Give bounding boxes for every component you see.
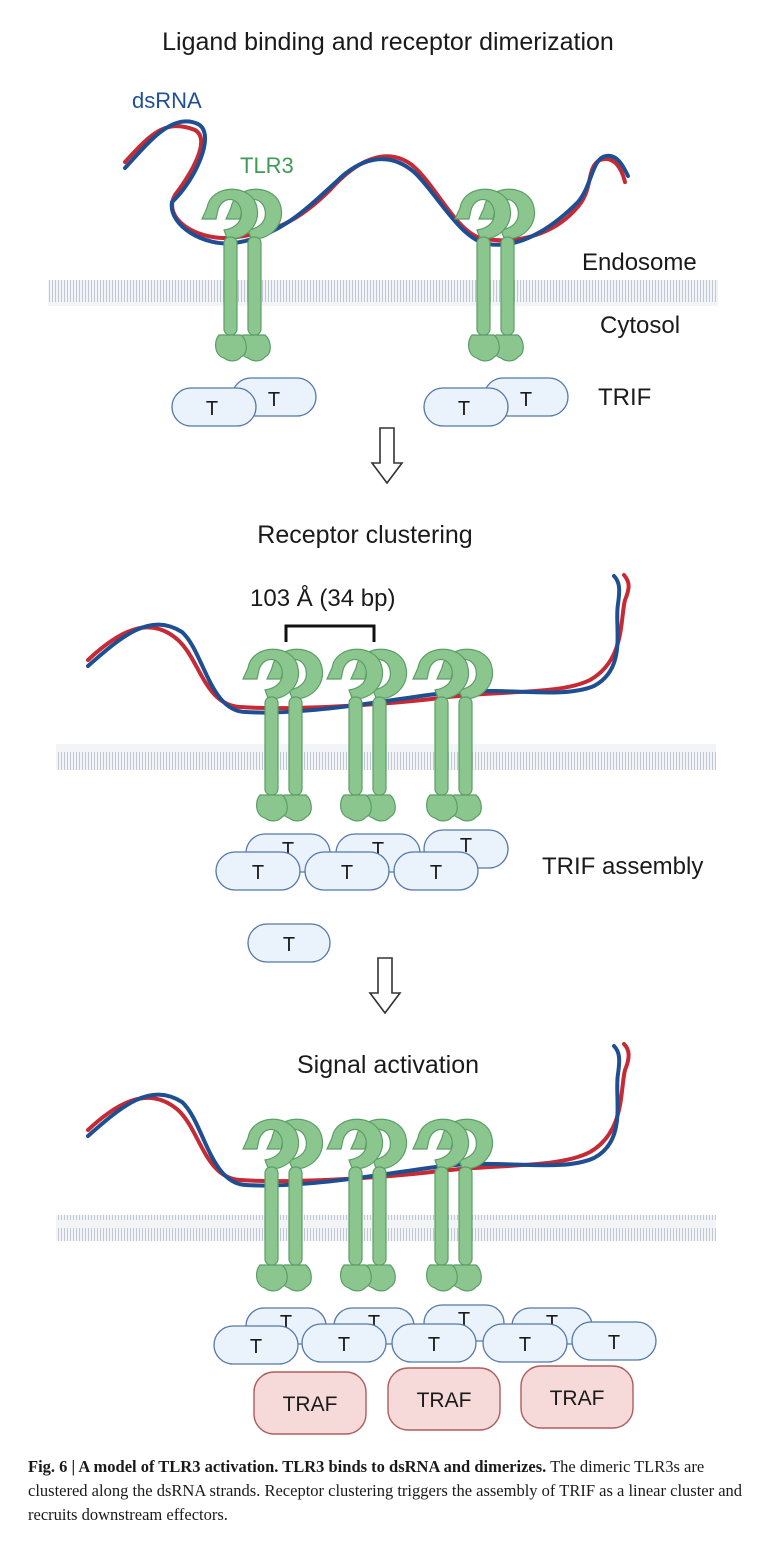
panel-title: Ligand binding and receptor dimerization (162, 28, 614, 56)
spacing-label: 103 Å (34 bp) (250, 584, 395, 612)
trif-pair: T T (423, 377, 569, 427)
traf-box (253, 1371, 367, 1435)
trif-letter: T (428, 1334, 440, 1356)
dsrna-strand-blue (86, 1044, 622, 1188)
panel-title: Signal activation (297, 1051, 479, 1079)
traf-label: TRAF (283, 1393, 338, 1416)
tlr3-dimer (202, 189, 282, 361)
trif-letter: T (206, 398, 218, 420)
trif-letter: T (458, 398, 470, 420)
down-arrow (368, 957, 402, 1015)
dsrna-strand-blue (123, 119, 630, 247)
caption-text: The dimeric TLR3s are clustered along th… (28, 1457, 743, 1524)
panel-receptor-clustering: Receptor clustering 103 Å (34 bp) TRIF a… (56, 521, 716, 1015)
tlr3-dimer (413, 649, 493, 821)
trif-assembly-label: TRIF assembly (542, 853, 703, 880)
tlr3-dimer (327, 649, 407, 821)
spacing-bracket (284, 624, 376, 642)
trif-letter: T (608, 1332, 620, 1354)
panel-ligand-binding: Ligand binding and receptor dimerization… (48, 28, 718, 485)
trif-letter: T (520, 389, 532, 411)
panel-title: Receptor clustering (257, 521, 472, 549)
trif-pair: T T (171, 377, 317, 427)
traf-row: TRAF TRAF TRAF (253, 1365, 634, 1435)
tlr3-dimer (413, 1119, 493, 1291)
tlr3-dimer (243, 649, 323, 821)
trif-letter: T (338, 1334, 350, 1356)
trif-letter: T (341, 862, 353, 884)
trif-letter: T (250, 1336, 262, 1358)
trif-letter: T (252, 862, 264, 884)
trif-cluster: T T T T T T T (215, 829, 509, 963)
traf-label: TRAF (417, 1389, 472, 1412)
panel-signal-activation: Signal activation T T T T T T T T T (56, 1042, 716, 1435)
figure-caption: Fig. 6 | A model of TLR3 activation. TLR… (28, 1455, 758, 1527)
trif-letter: T (283, 934, 295, 956)
tlr3-dimer (455, 189, 535, 361)
traf-box (387, 1367, 501, 1431)
trif-letter: T (519, 1334, 531, 1356)
trif-cluster: T T T T T T T T T (213, 1304, 657, 1365)
dsrna-label: dsRNA (132, 88, 202, 113)
trif-label: TRIF (598, 384, 651, 411)
endosome-label: Endosome (582, 249, 697, 276)
dsrna-strand-blue (86, 574, 622, 715)
traf-label: TRAF (550, 1387, 605, 1410)
dsrna-strand-red (86, 573, 631, 711)
down-arrow (370, 427, 404, 485)
trif-letter: T (460, 835, 472, 857)
traf-box (520, 1365, 634, 1429)
cytosol-label: Cytosol (600, 312, 680, 339)
caption-fig-number: Fig. 6 | (28, 1457, 79, 1476)
dsrna-strand-red (123, 124, 627, 243)
tlr3-dimer (327, 1119, 407, 1291)
tlr3-dimer (243, 1119, 323, 1291)
tlr3-label: TLR3 (240, 153, 294, 178)
dsrna-strand-red (86, 1042, 631, 1184)
membrane (48, 280, 718, 306)
trif-letter: T (430, 862, 442, 884)
trif-letter: T (268, 389, 280, 411)
caption-bold: A model of TLR3 activation. TLR3 binds t… (78, 1457, 547, 1476)
